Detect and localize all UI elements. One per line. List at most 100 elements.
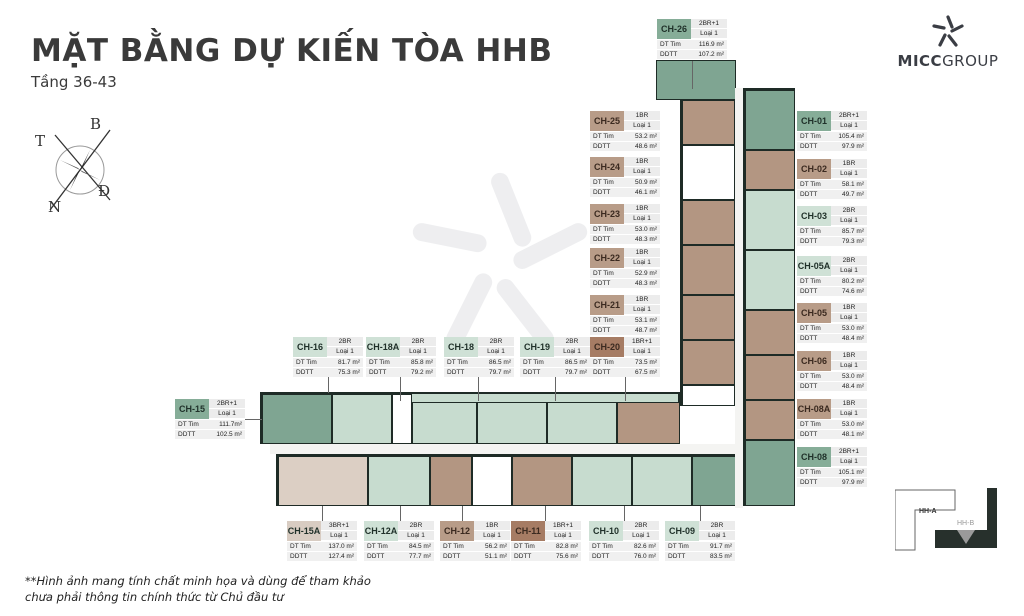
unit-ch-26-plan [656,60,736,100]
ddtt-label: DDTT [514,553,532,560]
ddtt-value: 107.2 m² [698,51,724,58]
unit-type: 2BR [699,521,735,531]
unit-category: Loại 1 [831,216,867,226]
dt-tim-label: DT Tim [660,41,681,48]
ddtt-value: 79.3 m² [841,238,864,245]
micc-group-logo: MICCGROUP [888,14,1008,74]
logo-brand-bold: MICC [897,52,943,70]
floor-range: Tầng 36-43 [31,73,117,91]
unit-category: Loại 1 [831,266,867,276]
leader-line [624,506,625,521]
unit-code: CH-08 [797,447,831,467]
disclaimer-footnote: **Hình ảnh mang tính chất minh họa và dù… [25,573,371,605]
unit-type: 2BR [398,521,434,531]
unit-code: CH-10 [589,521,623,541]
dt-tim-value: 105.4 m² [838,133,864,140]
ddtt-label: DDTT [369,369,387,376]
dt-tim-label: DT Tim [367,543,388,550]
compass-east: Đ [98,182,111,200]
unit-code: CH-16 [293,337,327,357]
dt-tim-label: DT Tim [800,278,821,285]
unit-code: CH-23 [590,204,624,224]
unit-type: 2BR [623,521,659,531]
ddtt-label: DDTT [800,479,818,486]
unit-type: 3BR+1 [321,521,357,531]
dt-tim-value: 85.7 m² [841,228,864,235]
unit-code: CH-20 [590,337,624,357]
ddtt-label: DDTT [290,553,308,560]
ddtt-value: 48.4 m² [841,335,864,342]
unit-category: Loại 1 [554,347,590,357]
unit-type: 1BR [624,157,660,167]
unit-category: Loại 1 [321,531,357,541]
ddtt-label: DDTT [367,553,385,560]
leader-line [692,61,693,89]
unit-category: Loại 1 [624,121,660,131]
ddtt-label: DDTT [443,553,461,560]
tower-key-map: HH-A HH-B [895,478,1020,558]
unit-type: 2BR+1 [691,19,727,29]
stair-core-3 [682,385,735,406]
unit-code: CH-12A [364,521,398,541]
unit-category: Loại 1 [831,457,867,467]
unit-type: 1BR+1 [545,521,581,531]
ddtt-value: 75.3 m² [337,369,360,376]
unit-category: Loại 1 [623,531,659,541]
ddtt-label: DDTT [593,189,611,196]
ddtt-value: 102.5 m² [216,431,242,438]
ddtt-label: DDTT [800,288,818,295]
dt-tim-label: DT Tim [800,373,821,380]
unit-ch-10-plan [572,456,632,506]
ddtt-value: 48.4 m² [841,383,864,390]
unit-ch-12a-plan [368,456,430,506]
unit-category: Loại 1 [831,313,867,323]
unit-code: CH-15 [175,399,209,419]
unit-category: Loại 1 [327,347,363,357]
ddtt-label: DDTT [800,191,818,198]
unit-code: CH-19 [520,337,554,357]
unit-ch-21-plan [682,340,735,385]
vertical-corridor [735,88,743,508]
dt-tim-label: DT Tim [593,270,614,277]
unit-category: Loại 1 [209,409,245,419]
unit-category: Loại 1 [624,167,660,177]
ddtt-value: 51.1 m² [484,553,507,560]
footnote-line-1: **Hình ảnh mang tính chất minh họa và dù… [25,574,371,588]
unit-ch-05a-plan [745,250,795,310]
unit-type: 1BR [624,204,660,214]
ddtt-value: 79.7 m² [488,369,511,376]
ddtt-value: 79.7 m² [564,369,587,376]
unit-ch-24-plan [682,200,735,245]
unit-code: CH-26 [657,19,691,39]
dt-tim-label: DT Tim [592,543,613,550]
ddtt-value: 75.6 m² [555,553,578,560]
unit-category: Loại 1 [624,347,660,357]
dt-tim-value: 85.8 m² [410,359,433,366]
